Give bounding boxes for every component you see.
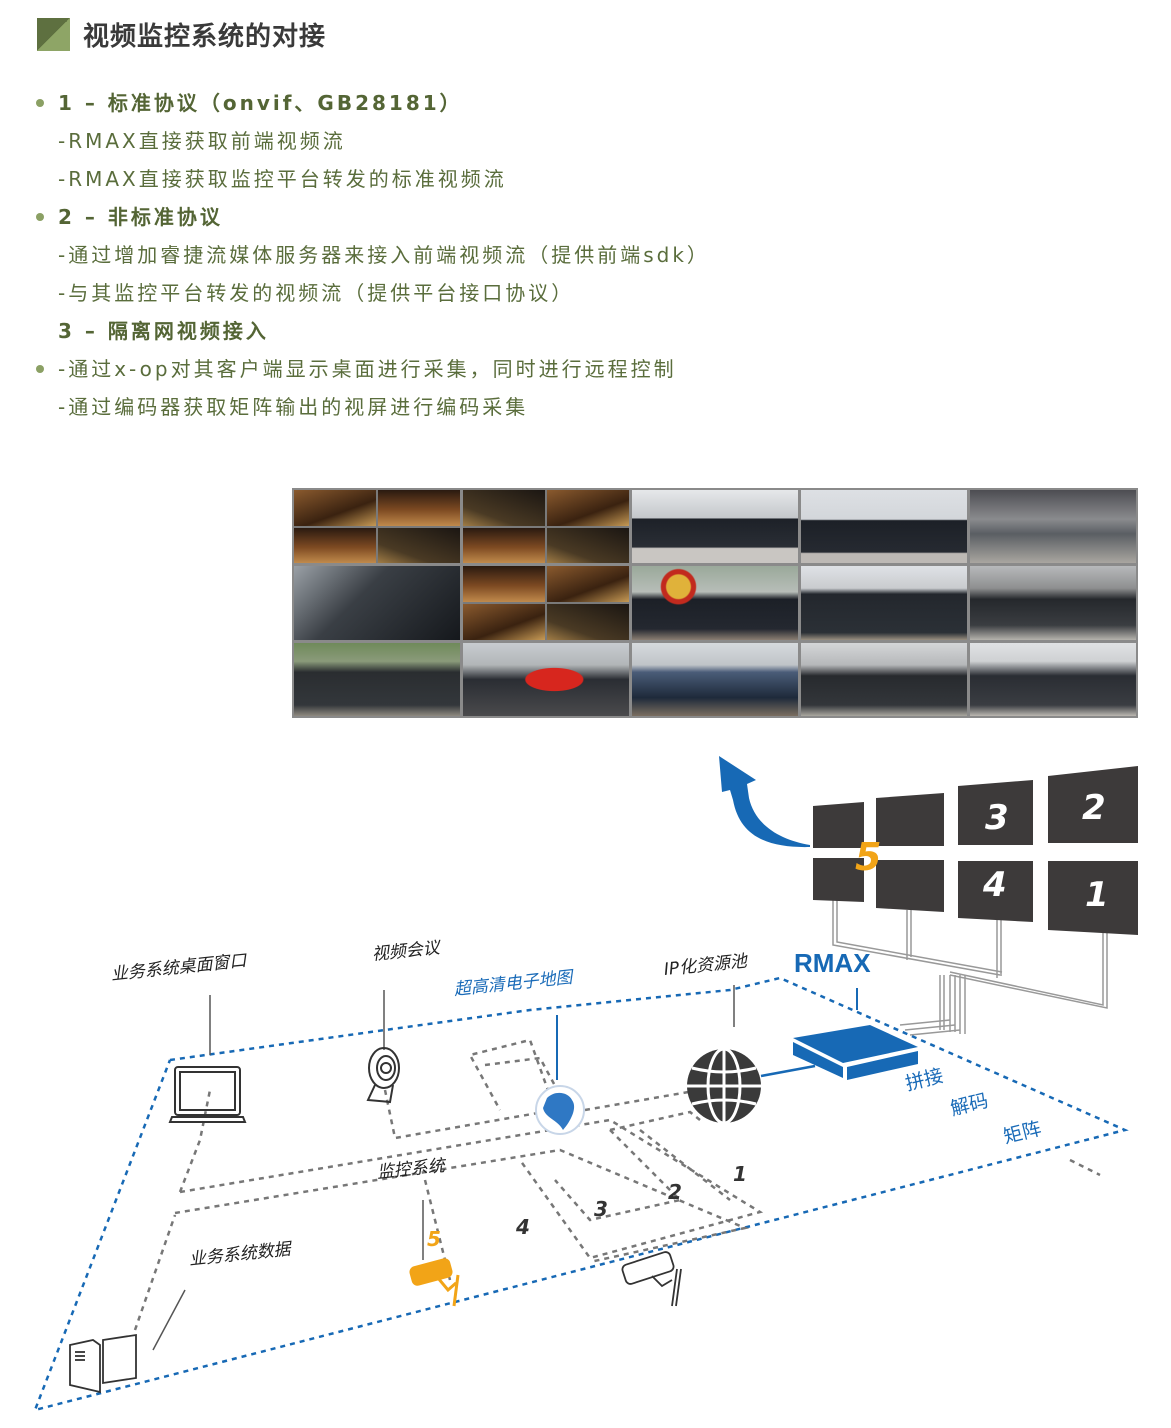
screen-number-5: 5 xyxy=(855,835,882,879)
zone-number-3: 3 xyxy=(594,1197,608,1221)
network-boundary xyxy=(32,976,1129,1412)
video-tile-museum-quad-2 xyxy=(463,490,629,564)
bullet-dot-icon xyxy=(36,99,44,107)
globe-map-icon xyxy=(535,1085,585,1135)
section-header: 视频监控系统的对接 xyxy=(37,17,327,52)
video-tile-riot-shields xyxy=(801,566,967,640)
screen-number-3: 3 xyxy=(985,798,1009,838)
video-tile-museum-exhibits xyxy=(463,566,629,640)
video-tile-police-emblem xyxy=(632,566,798,640)
page-title: 视频监控系统的对接 xyxy=(83,21,327,52)
video-tile-riot-drill xyxy=(970,490,1136,564)
architecture-diagram: 业务系统桌面窗口 视频会议 超高清电子地图 IP化资源池 RMAX 监控系统 业… xyxy=(0,740,1171,1428)
video-tile-swat-tunnel xyxy=(294,566,460,640)
video-tile-swat-shield xyxy=(801,642,967,716)
road-paths xyxy=(133,1038,1101,1331)
desktop-computer-icon xyxy=(69,1333,137,1394)
bullet-dot-icon xyxy=(36,365,44,373)
display-cables xyxy=(832,900,1108,1036)
zone-number-1: 1 xyxy=(733,1162,747,1186)
screen-number-4: 4 xyxy=(983,865,1007,905)
header-square-icon xyxy=(37,17,70,51)
laptop-icon xyxy=(168,1066,247,1123)
video-wall-mosaic xyxy=(292,488,1138,718)
video-tile-museum-quad-1 xyxy=(294,490,460,564)
leader-lines xyxy=(152,985,735,1351)
video-tile-swat-vehicle xyxy=(970,566,1136,640)
video-wall-screens xyxy=(813,766,1138,935)
video-tile-police-salute xyxy=(801,490,967,564)
zone-number-2: 2 xyxy=(668,1180,682,1204)
rmax-device-icon xyxy=(793,1025,918,1080)
zone-number-5: 5 xyxy=(427,1227,441,1251)
video-tile-police-march xyxy=(632,490,798,564)
webcam-icon xyxy=(366,1047,400,1104)
zone-number-4: 4 xyxy=(516,1215,530,1239)
screen-number-2: 2 xyxy=(1082,788,1106,828)
diagram-graphics xyxy=(32,756,1138,1412)
video-tile-swat-arrest xyxy=(970,642,1136,716)
label-rmax: RMAX xyxy=(794,948,871,978)
ip-network-globe-icon xyxy=(687,1047,761,1125)
screen-number-1: 1 xyxy=(1085,875,1109,915)
video-tile-flag-march xyxy=(463,642,629,716)
bullet-dot-icon xyxy=(36,213,44,221)
video-tile-salute-march xyxy=(632,642,798,716)
upward-curved-arrow-icon xyxy=(719,756,810,848)
orange-camera-icon xyxy=(409,1258,460,1307)
security-camera-icon xyxy=(621,1251,682,1307)
video-tile-armored-vehicles xyxy=(294,642,460,716)
